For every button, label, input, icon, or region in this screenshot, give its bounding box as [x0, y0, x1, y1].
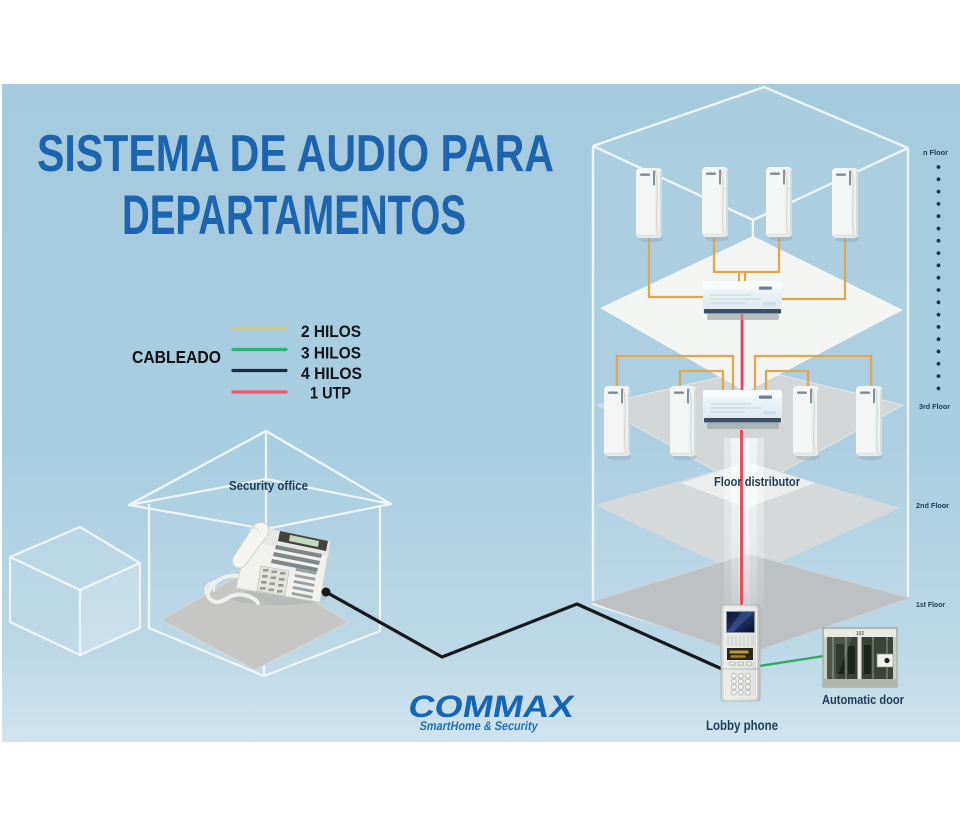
svg-text:Lobby phone: Lobby phone — [706, 718, 778, 733]
svg-text:SmartHome & Security: SmartHome & Security — [418, 719, 538, 733]
svg-text:1 UTP: 1 UTP — [310, 385, 351, 403]
svg-text:Floor distributor: Floor distributor — [714, 474, 800, 489]
svg-text:CABLEADO: CABLEADO — [132, 347, 221, 367]
svg-text:SISTEMA DE AUDIO PARA: SISTEMA DE AUDIO PARA — [37, 125, 554, 183]
svg-text:Security office: Security office — [229, 479, 308, 493]
svg-text:COMMAX: COMMAX — [406, 689, 577, 724]
svg-text:2 HILOS: 2 HILOS — [301, 323, 361, 341]
svg-text:4 HILOS: 4 HILOS — [301, 365, 362, 383]
svg-text:DEPARTAMENTOS: DEPARTAMENTOS — [122, 183, 466, 246]
svg-text:1st Floor: 1st Floor — [916, 600, 945, 609]
svg-text:Automatic door: Automatic door — [822, 692, 904, 707]
svg-text:3rd Floor: 3rd Floor — [919, 402, 950, 411]
svg-text:2nd Floor: 2nd Floor — [916, 501, 949, 510]
svg-text:102: 102 — [856, 631, 865, 637]
svg-text:3 HILOS: 3 HILOS — [301, 345, 361, 363]
svg-text:n Floor: n Floor — [923, 148, 948, 157]
